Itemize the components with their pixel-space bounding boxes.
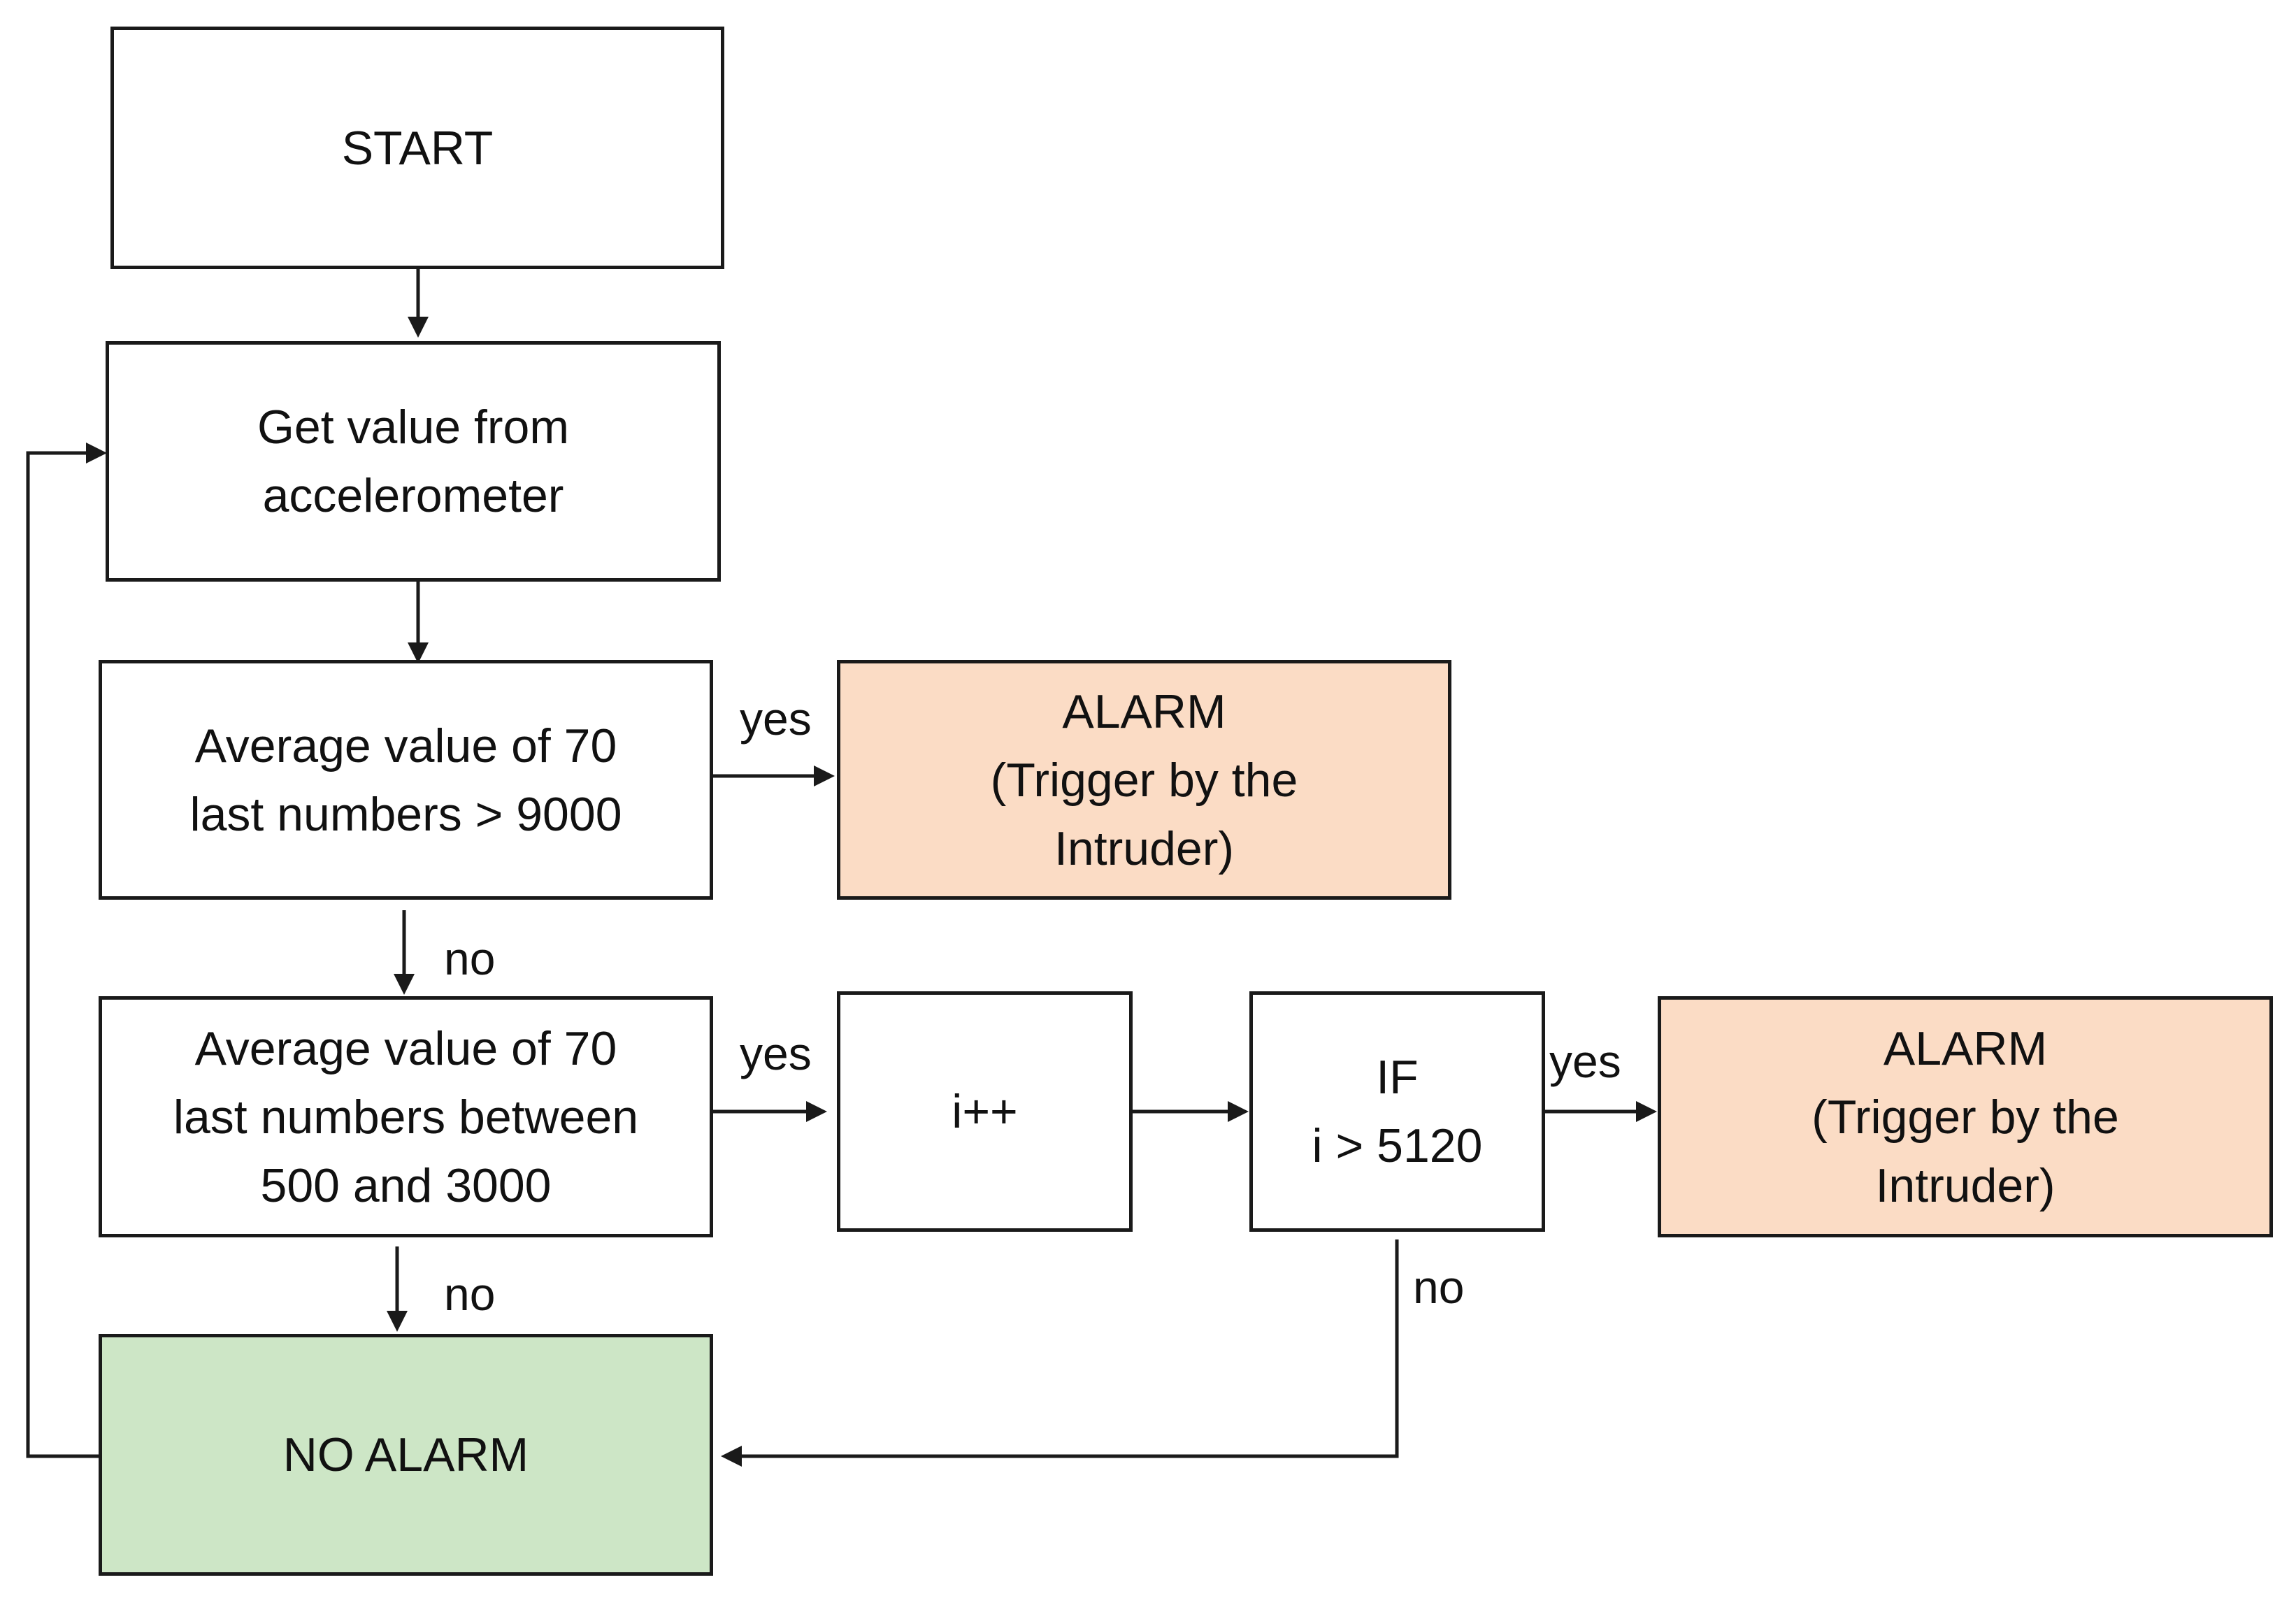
increment-label: i++ [952, 1085, 1018, 1138]
check-mid-line-1: Average value of 70 [194, 1021, 617, 1075]
edge-label-high-yes: yes [740, 693, 812, 745]
check-high-line-1: Average value of 70 [194, 719, 617, 772]
edge-label-count-no: no [1413, 1261, 1465, 1313]
get-value-line-2: accelerometer [262, 469, 564, 522]
check-count-line-2: i > 5120 [1312, 1119, 1483, 1172]
edge-label-mid-no: no [444, 1268, 496, 1320]
edge-label-high-no: no [444, 933, 496, 984]
check-high-line-2: last numbers > 9000 [189, 787, 622, 841]
alarm-node-2: ALARM (Trigger by the Intruder) [1658, 996, 2273, 1237]
check-mid-decision: Average value of 70 last numbers between… [99, 996, 713, 1237]
get-value-node: Get value from accelerometer [106, 341, 721, 582]
check-mid-line-2: last numbers between [173, 1090, 639, 1144]
start-node-label: START [341, 121, 494, 175]
arrow-check-count-no [721, 1239, 1399, 1467]
alarm-node-1: ALARM (Trigger by the Intruder) [837, 660, 1451, 900]
alarm-1-line-1: ALARM [1062, 684, 1226, 738]
no-alarm-node: NO ALARM [99, 1334, 713, 1576]
check-high-decision: Average value of 70 last numbers > 9000 [99, 660, 713, 900]
start-node: START [110, 27, 724, 269]
alarm-2-line-2: (Trigger by the [1811, 1090, 2119, 1144]
no-alarm-label: NO ALARM [282, 1428, 529, 1481]
check-count-line-1: IF [1376, 1051, 1419, 1104]
check-mid-line-3: 500 and 3000 [260, 1158, 552, 1212]
alarm-1-line-3: Intruder) [1054, 821, 1234, 875]
alarm-2-line-3: Intruder) [1875, 1158, 2055, 1212]
get-value-line-1: Get value from [257, 401, 569, 454]
arrow-loop-back [26, 443, 107, 1458]
edge-label-mid-yes: yes [740, 1028, 812, 1079]
increment-node: i++ [837, 991, 1133, 1232]
edge-label-count-yes: yes [1549, 1035, 1621, 1087]
check-count-decision: IF i > 5120 [1249, 991, 1545, 1232]
alarm-1-line-2: (Trigger by the [990, 753, 1298, 807]
alarm-2-line-1: ALARM [1883, 1021, 2048, 1075]
